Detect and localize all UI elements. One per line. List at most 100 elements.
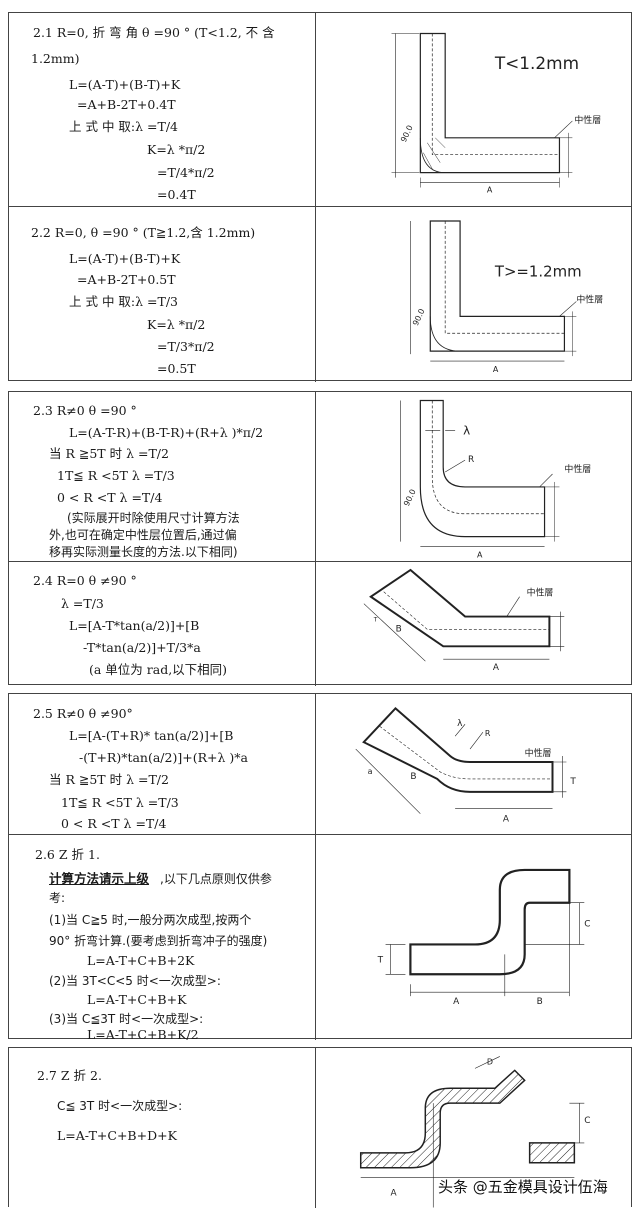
formula-line: L=(A-T)+(B-T)+K: [69, 77, 181, 92]
rule-line: (1)当 C≧5 时,一般分两次成型,按两个: [49, 913, 252, 927]
formula-line: =A+B-2T+0.4T: [77, 97, 176, 112]
dim-t-label: T: [373, 617, 378, 624]
z-bend-diagram-2-6: A B C T: [377, 868, 591, 1007]
neutral-layer-label: 中性層: [576, 293, 603, 305]
formula-cell-2-2: 2.2 R=0, θ =90 ° (T≧1.2,含 1.2mm) L=(A-T)…: [9, 207, 316, 382]
row-2-7: 2.7 Z 折 2. C≦ 3T 时<一次成型>: L=A-T+C+B+D+K: [9, 1048, 631, 1208]
formula-line: 1T≦ R <5T λ =T/3: [61, 795, 179, 810]
diagram-cell-2-3: λ R 中性層 A 90.0: [316, 392, 631, 561]
dim-b-label: B: [410, 772, 416, 782]
formula-line: =0.5T: [157, 361, 196, 376]
dim-d-label: D: [487, 1057, 493, 1066]
heading-2-7: 2.7 Z 折 2.: [37, 1068, 102, 1083]
thickness-label: T<1.2mm: [494, 53, 579, 73]
formula-line: 当 R ≧5T 时 λ =T/2: [49, 772, 169, 787]
dim-c-label: C: [584, 920, 590, 930]
formula-cell-2-1: 2.1 R=0, 折 弯 角 θ =90 ° (T<1.2, 不 含 1.2mm…: [9, 13, 316, 206]
row-2-4: 2.4 R=0 θ ≠90 ° λ =T/3 L=[A-T*tan(a/2)]+…: [9, 561, 631, 686]
dim-b-label: 90.0: [402, 488, 418, 508]
table-3: 2.5 R≠0 θ ≠90° L=[A-(T+R)* tan(a/2)]+[B …: [8, 693, 632, 1042]
formula-line: =0.4T: [157, 187, 196, 202]
row-2-2: 2.2 R=0, θ =90 ° (T≧1.2,含 1.2mm) L=(A-T)…: [9, 206, 631, 382]
dim-a-label: A: [391, 1189, 398, 1199]
formula-line: L=[A-T*tan(a/2)]+[B: [69, 618, 200, 633]
dim-a-label: A: [477, 550, 483, 559]
formula-line: 上 式 中 取:λ =T/4: [69, 119, 179, 134]
heading-2-3: 2.3 R≠0 θ =90 °: [33, 403, 137, 418]
formula-line: L=A-T+C+B+D+K: [57, 1128, 177, 1143]
lambda-label: λ: [457, 719, 463, 729]
formula-line: =T/3*π/2: [157, 339, 215, 354]
rule-line: (3)当 C≦3T 时<一次成型>:: [49, 1012, 204, 1026]
diagram-cell-2-1: T<1.2mm 中性層 A 90.0: [316, 13, 631, 206]
thickness-label: T>=1.2mm: [494, 263, 582, 281]
bend-diagram-2-4: 中性層 B A T: [363, 568, 565, 673]
row-2-1: 2.1 R=0, 折 弯 角 θ =90 ° (T<1.2, 不 含 1.2mm…: [9, 13, 631, 206]
note-line: ,以下几点原则仅供参: [160, 872, 272, 886]
formula-line: 0 < R <T λ =T/4: [61, 816, 167, 831]
row-2-5: 2.5 R≠0 θ ≠90° L=[A-(T+R)* tan(a/2)]+[B …: [9, 694, 631, 834]
dim-t-label: T: [377, 955, 384, 965]
neutral-layer-label: 中性層: [527, 587, 554, 599]
formula-line: λ =T/3: [61, 596, 104, 611]
row-2-3: 2.3 R≠0 θ =90 ° L=(A-T-R)+(B-T-R)+(R+λ )…: [9, 392, 631, 561]
angle-label: a: [368, 767, 373, 776]
rule-line: (2)当 3T<C<5 时<一次成型>:: [49, 974, 221, 988]
dim-b-label: 90.0: [399, 124, 415, 144]
note-line: 外,也可在确定中性层位置后,通过偏: [49, 528, 237, 542]
dim-a-label: A: [503, 815, 510, 825]
heading-2-2: 2.2 R=0, θ =90 ° (T≧1.2,含 1.2mm): [31, 225, 256, 240]
formula-line: K=λ *π/2: [147, 317, 206, 332]
dim-a-label: A: [453, 997, 460, 1007]
neutral-layer-label: 中性層: [574, 114, 601, 126]
dim-c-label: C: [584, 1116, 590, 1126]
note-line: 移再实际测量长度的方法.以下相同): [49, 545, 238, 559]
heading-2-4: 2.4 R=0 θ ≠90 °: [33, 573, 137, 588]
diagram-cell-2-6: A B C T: [316, 835, 631, 1040]
formula-line: 1T≦ R <5T λ =T/3: [57, 468, 175, 483]
diagram-cell-2-7: A C D: [316, 1048, 631, 1208]
formula-line: 0 < R <T λ =T/4: [57, 490, 163, 505]
watermark-text: 头条 @五金模具设计伍海: [438, 1178, 608, 1196]
dim-b-label: B: [537, 997, 543, 1007]
formula-cell-2-6: 2.6 Z 折 1. 计算方法请示上级 ,以下几点原则仅供参 考: (1)当 C…: [9, 835, 316, 1042]
formula-line: 当 R ≧5T 时 λ =T/2: [49, 446, 169, 461]
note-line: (实际展开时除使用尺寸计算方法: [67, 511, 240, 525]
dim-b-label: 90.0: [411, 307, 427, 327]
table-4: 2.7 Z 折 2. C≦ 3T 时<一次成型>: L=A-T+C+B+D+K: [8, 1047, 632, 1208]
heading-2-1: 2.1 R=0, 折 弯 角 θ =90 ° (T<1.2, 不 含: [33, 25, 275, 40]
z-bend-diagram-2-7: A C D: [359, 1056, 591, 1208]
formula-line: -T*tan(a/2)]+T/3*a: [83, 640, 201, 655]
rule-line: 90° 折弯计算.(要考虑到折弯冲子的强度): [49, 934, 268, 948]
table-2: 2.3 R≠0 θ =90 ° L=(A-T-R)+(B-T-R)+(R+λ )…: [8, 391, 632, 686]
formula-line: L=A-T+C+B+K/2: [87, 1027, 199, 1042]
formula-cell-2-3: 2.3 R≠0 θ =90 ° L=(A-T-R)+(B-T-R)+(R+λ )…: [9, 392, 316, 561]
diagram-cell-2-4: 中性層 B A T: [316, 562, 631, 686]
row-2-6: 2.6 Z 折 1. 计算方法请示上级 ,以下几点原则仅供参 考: (1)当 C…: [9, 834, 631, 1042]
formula-line: L=[A-(T+R)* tan(a/2)]+[B: [69, 728, 234, 743]
formula-line: L=(A-T)+(B-T)+K: [69, 251, 181, 266]
formula-line: K=λ *π/2: [147, 142, 206, 157]
neutral-layer-label: 中性層: [564, 463, 591, 475]
table-1: 2.1 R=0, 折 弯 角 θ =90 ° (T<1.2, 不 含 1.2mm…: [8, 12, 632, 382]
dim-t-label: T: [569, 777, 576, 787]
heading-2-6: 2.6 Z 折 1.: [35, 847, 100, 862]
formula-line: 上 式 中 取:λ =T/3: [69, 294, 179, 309]
formula-line: =A+B-2T+0.5T: [77, 272, 176, 287]
formula-line: =T/4*π/2: [157, 165, 215, 180]
formula-line: -(T+R)*tan(a/2)]+(R+λ )*a: [79, 750, 248, 765]
diagram-cell-2-5: λ R 中性層 B A T a: [316, 694, 631, 834]
bend-diagram-2-5: λ R 中性層 B A T a: [355, 706, 576, 825]
rule-line: C≦ 3T 时<一次成型>:: [57, 1099, 183, 1113]
dim-a-label: A: [487, 185, 493, 194]
bold-instruction: 计算方法请示上级: [49, 871, 150, 886]
formula-cell-2-4: 2.4 R=0 θ ≠90 ° λ =T/3 L=[A-T*tan(a/2)]+…: [9, 562, 316, 686]
formula-line: L=A-T+C+B+2K: [87, 953, 195, 968]
formula-line: L=A-T+C+B+K: [87, 992, 187, 1007]
bend-diagram-2-1: T<1.2mm 中性層 A 90.0: [391, 32, 601, 194]
neutral-layer-label: 中性層: [525, 747, 552, 759]
heading-2-5: 2.5 R≠0 θ ≠90°: [33, 706, 133, 721]
heading-2-1-cont: 1.2mm): [31, 51, 80, 66]
lambda-label: λ: [463, 423, 470, 437]
radius-label: R: [485, 729, 491, 738]
